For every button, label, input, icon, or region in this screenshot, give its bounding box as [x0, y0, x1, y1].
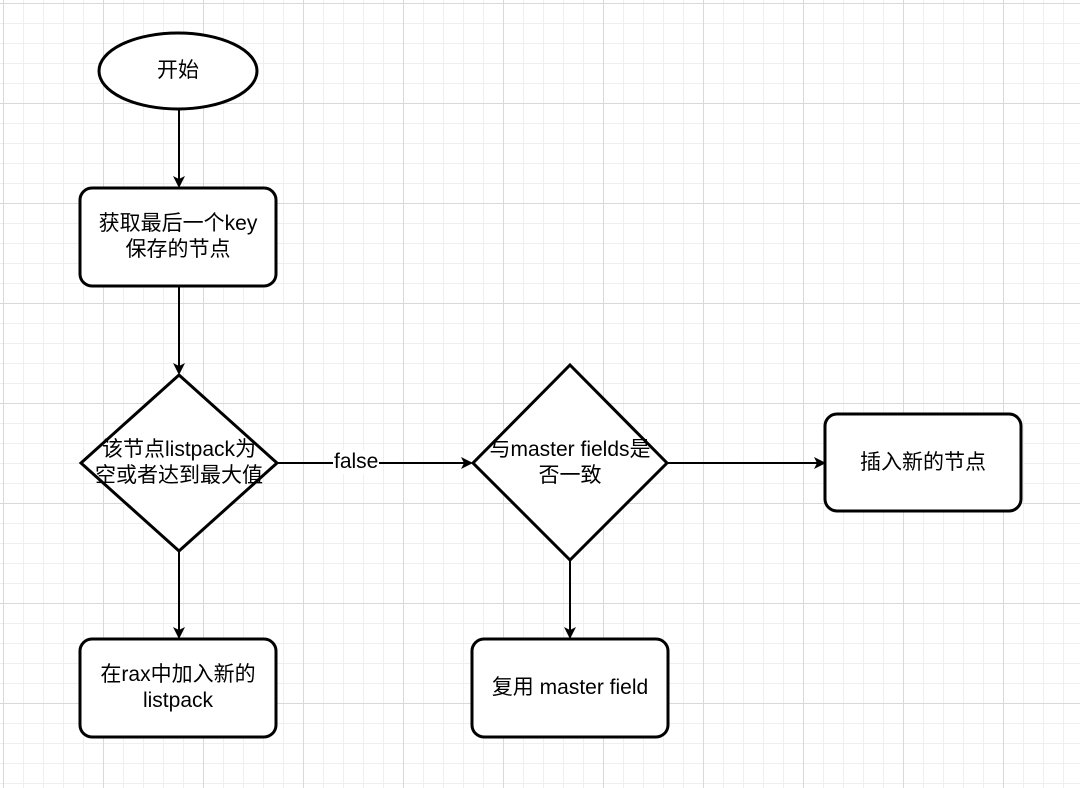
get-last-node-label: 获取最后一个key 保存的节点	[98, 212, 258, 261]
add-listpack-label: 在rax中加入新的 listpack	[100, 663, 256, 712]
check-master-fields-label: 与master fields是 否一致	[489, 438, 651, 487]
process-insert-node	[823, 412, 1023, 513]
decision-check-listpack	[78, 372, 280, 554]
edge-false-label: false	[333, 450, 380, 474]
process-reuse-master	[470, 637, 670, 739]
check-listpack-label: 该节点listpack为 空或者达到最大值	[95, 438, 263, 487]
start-label: 开始	[157, 59, 199, 82]
reuse-master-label: 复用 master field	[491, 676, 649, 699]
decision-check-master-fields	[470, 362, 670, 563]
start-terminal	[97, 31, 259, 111]
process-add-listpack	[78, 637, 278, 739]
insert-node-label: 插入新的节点	[860, 450, 986, 474]
process-get-last-node	[78, 186, 278, 288]
